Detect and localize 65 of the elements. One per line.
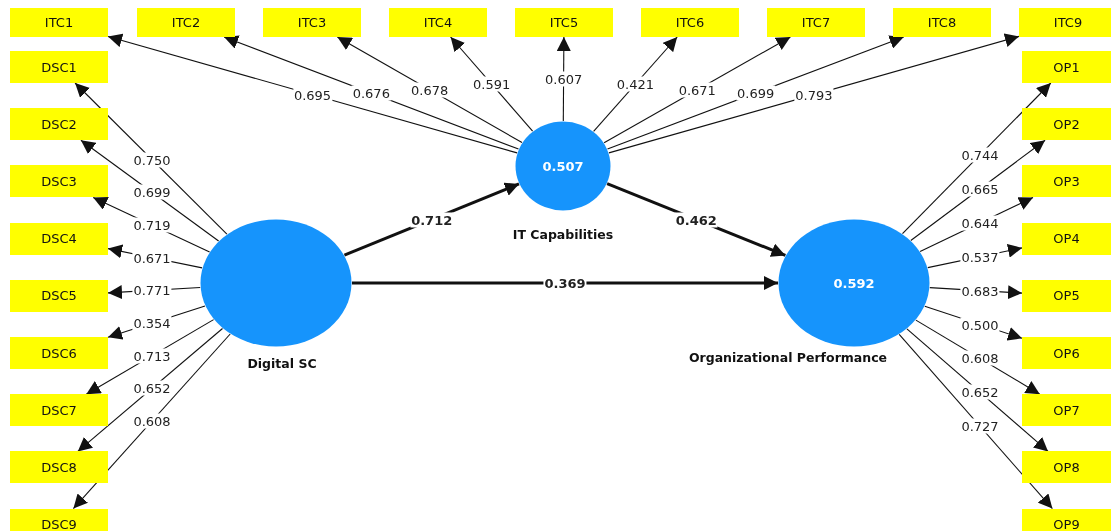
edge-label: 0.652 xyxy=(132,380,172,396)
arrow xyxy=(608,33,1020,154)
edge-label: 0.421 xyxy=(615,76,655,92)
indicator-box: ITC9 xyxy=(1019,8,1111,37)
indicator-box: ITC4 xyxy=(389,8,487,37)
indicator-box: DSC2 xyxy=(10,108,108,141)
indicator-box: OP9 xyxy=(1022,508,1111,531)
edge-label: 0.652 xyxy=(960,384,1000,400)
construct-label: Digital SC xyxy=(247,356,317,371)
indicator-box: OP2 xyxy=(1022,108,1111,141)
edge-label: 0.462 xyxy=(674,212,718,228)
indicator-box: ITC2 xyxy=(137,8,235,37)
edge-label: 0.591 xyxy=(472,76,512,92)
arrow xyxy=(901,82,1052,235)
indicator-box: DSC4 xyxy=(10,222,108,255)
edge-label: 0.665 xyxy=(960,181,1000,197)
edge-label: 0.695 xyxy=(292,87,333,103)
edge-label: 0.699 xyxy=(736,85,776,101)
edge-label: 0.671 xyxy=(132,250,172,266)
edge-label: 0.354 xyxy=(132,315,172,331)
arrow xyxy=(352,276,778,290)
edge-label: 0.712 xyxy=(410,212,454,227)
edge-label: 0.793 xyxy=(794,87,834,103)
indicator-box: ITC5 xyxy=(515,8,613,37)
edge-label: 0.608 xyxy=(132,413,172,429)
arrow xyxy=(906,328,1049,452)
edge-label: 0.608 xyxy=(960,350,1000,366)
indicator-box: OP5 xyxy=(1022,279,1111,312)
indicator-box: ITC7 xyxy=(767,8,865,37)
construct-label: Organizational Performance xyxy=(688,350,888,365)
indicator-box: ITC1 xyxy=(10,8,108,37)
indicator-box: ITC8 xyxy=(893,8,991,37)
edge-label: 0.678 xyxy=(410,82,450,98)
indicator-box: DSC5 xyxy=(10,279,108,312)
indicator-box: OP4 xyxy=(1022,222,1111,255)
indicator-box: OP6 xyxy=(1022,337,1111,369)
indicator-box: OP8 xyxy=(1022,451,1111,484)
indicator-box: OP1 xyxy=(1022,51,1111,83)
edge-label: 0.500 xyxy=(960,317,1000,332)
edge-label: 0.727 xyxy=(960,418,1000,434)
arrow xyxy=(898,333,1053,510)
edge-label: 0.713 xyxy=(132,348,172,364)
r-squared-value: 0.507 xyxy=(541,158,585,174)
edge-label: 0.719 xyxy=(132,217,172,233)
indicator-box: OP7 xyxy=(1022,394,1111,427)
indicator-box: DSC6 xyxy=(10,337,108,369)
arrow xyxy=(107,33,518,154)
edge-label: 0.644 xyxy=(960,215,1000,231)
indicator-box: ITC6 xyxy=(641,8,739,37)
indicator-box: DSC9 xyxy=(10,508,108,531)
indicator-box: DSC1 xyxy=(10,51,108,83)
edge-label: 0.744 xyxy=(960,147,1000,163)
edge-label: 0.671 xyxy=(677,82,717,98)
indicator-box: DSC7 xyxy=(10,394,108,427)
construct-label: IT Capabilities xyxy=(512,227,614,242)
edge-label: 0.537 xyxy=(960,249,1000,265)
indicator-box: OP3 xyxy=(1022,165,1111,198)
r-squared-value: 0.592 xyxy=(832,275,876,291)
edge-label: 0.607 xyxy=(544,71,584,87)
edge-label: 0.699 xyxy=(132,184,172,200)
edge-label: 0.676 xyxy=(351,85,391,101)
edge-label: 0.750 xyxy=(132,152,172,168)
indicator-box: ITC3 xyxy=(263,8,361,37)
indicator-box: DSC8 xyxy=(10,451,108,484)
indicator-box: DSC3 xyxy=(10,165,108,198)
